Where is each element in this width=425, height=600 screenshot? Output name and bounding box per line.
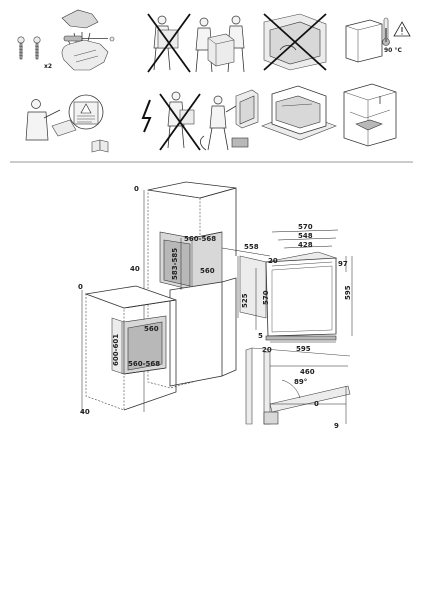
- dim-oven-570-height: 570: [262, 290, 270, 305]
- dim-tall-niche-width: 560-568: [184, 235, 216, 243]
- dim-tall-niche-depth: 560: [200, 267, 215, 275]
- dim-door-angle: 89°: [294, 378, 307, 386]
- dim-oven-bottom-20: 20: [262, 346, 272, 354]
- screws-icon: [17, 36, 41, 60]
- base-cabinet: [84, 285, 177, 411]
- single-lift-icon: [147, 13, 191, 73]
- oven-box-icon: [261, 85, 337, 141]
- vacuum-cleaning-icon: [200, 89, 259, 151]
- read-manual-icon: [25, 94, 104, 141]
- dim-door-0: 0: [314, 400, 319, 408]
- dim-oven-top-20: 20: [268, 257, 278, 265]
- dim-base-top: 0: [78, 283, 83, 291]
- tall-cabinet: [147, 181, 237, 389]
- wrong-install-icon: [263, 13, 327, 71]
- dim-oven-548: 548: [298, 232, 313, 240]
- dim-base-niche-depth: 560: [144, 325, 159, 333]
- cabinet-vent-icon: [343, 83, 397, 147]
- dim-oven-570-depth: 570: [298, 223, 313, 231]
- door-detail: [245, 347, 351, 425]
- dim-oven-525: 525: [241, 293, 249, 308]
- manual-book-icon: [91, 139, 109, 153]
- dim-oven-bottom-5: 5: [258, 332, 263, 340]
- temperature-label: 90 °C: [384, 47, 402, 54]
- screws-quantity: x2: [44, 63, 52, 70]
- dim-door-9: 9: [334, 422, 339, 430]
- dim-oven-428: 428: [298, 241, 313, 249]
- electric-hazard-icon: [141, 91, 201, 151]
- screwdriver-icon: [63, 35, 115, 42]
- dim-oven-97: 97: [338, 260, 348, 268]
- dim-tall-height: 583-585: [171, 248, 179, 280]
- oven-unit: [239, 251, 338, 341]
- dim-oven-595-width: 595: [296, 345, 311, 353]
- thermometer-icon: [382, 17, 390, 46]
- dim-tall-top: 0: [134, 185, 139, 193]
- warning-icon: [393, 21, 411, 37]
- dim-side-depth: 558: [244, 243, 259, 251]
- dim-base-height: 600-601: [112, 334, 120, 366]
- dim-base-bottom: 40: [80, 408, 90, 416]
- dim-door-460: 460: [300, 368, 315, 376]
- two-person-lift-icon: [195, 15, 245, 73]
- cabinet-icon: [345, 19, 383, 63]
- dim-tall-offset: 40: [130, 265, 140, 273]
- dim-oven-595-height: 595: [344, 285, 352, 300]
- dim-base-niche-width: 560-568: [128, 360, 160, 368]
